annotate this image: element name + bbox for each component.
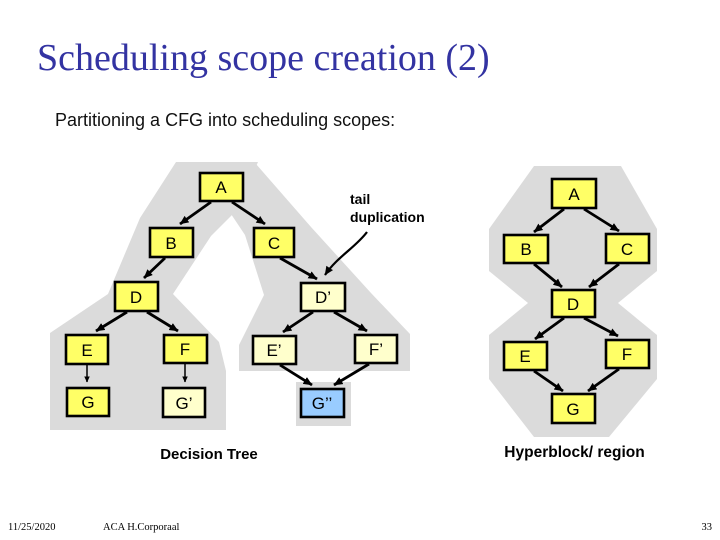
slide-title: Scheduling scope creation (2)	[37, 37, 490, 79]
edge-hb-d-e	[534, 316, 565, 341]
node-hb-f-box	[604, 338, 651, 370]
node-dt-dprime-label: D’	[315, 288, 331, 307]
node-dt-f: F	[162, 333, 209, 365]
node-dt-e: E	[64, 333, 110, 366]
tail-duplication-annotation: tail duplication	[324, 191, 425, 276]
edge-hb-c-d	[588, 262, 620, 289]
decision-tree-nodes: A B C D D’ E F E’	[64, 171, 399, 419]
node-dt-f-label: F	[180, 340, 190, 359]
node-dt-e-label: E	[81, 341, 92, 360]
node-hb-g-box	[550, 392, 597, 425]
node-dt-c-box	[252, 226, 296, 259]
node-dt-fprime: F’	[353, 333, 399, 365]
tail-duplication-label-line1: tail	[350, 191, 370, 207]
decision-tree-caption: Decision Tree	[160, 446, 258, 463]
decision-tree-right-scope-region	[229, 164, 410, 371]
node-dt-d-box	[113, 280, 160, 313]
edge-hb-b-d	[533, 262, 563, 289]
tail-duplication-arrow	[324, 231, 368, 276]
node-dt-c-label: C	[268, 234, 280, 253]
node-dt-e-box	[64, 333, 110, 366]
hyperblock-edges	[533, 207, 620, 393]
hyperblock-nodes: A B C D E F G	[502, 177, 651, 425]
edge-hb-d-f	[583, 316, 619, 338]
node-dt-dprime-box	[299, 281, 347, 313]
decision-tree-edges	[84, 200, 370, 387]
edge-hb-a-b	[533, 207, 565, 234]
node-dt-a-label: A	[215, 178, 227, 197]
node-hb-e-box	[502, 340, 549, 372]
edge-eprime-gdp	[279, 363, 313, 387]
edge-a-c	[231, 200, 266, 226]
node-dt-gdoubleprime: G’’	[299, 387, 346, 419]
node-hb-d: D	[550, 288, 597, 319]
node-hb-a-label: A	[568, 185, 580, 204]
node-hb-d-box	[550, 288, 597, 319]
edge-hb-a-c	[583, 207, 620, 233]
node-dt-g-label: G	[81, 393, 94, 412]
edge-c-dprime	[279, 256, 318, 281]
node-dt-gdoubleprime-box	[299, 387, 346, 419]
node-dt-f-box	[162, 333, 209, 365]
node-hb-c: C	[604, 232, 651, 265]
node-dt-b-box	[148, 226, 195, 259]
edge-dprime-fprime	[333, 310, 368, 333]
edge-d-e	[95, 310, 128, 333]
node-hb-g-label: G	[566, 400, 579, 419]
node-dt-dprime: D’	[299, 281, 347, 313]
node-dt-fprime-box	[353, 333, 399, 365]
node-dt-b: B	[148, 226, 195, 259]
edge-hb-e-g	[533, 369, 564, 393]
node-hb-f: F	[604, 338, 651, 370]
node-hb-e: E	[502, 340, 549, 372]
tail-duplication-label-line2: duplication	[350, 209, 425, 225]
footer-page-number: 33	[701, 522, 713, 533]
node-hb-c-box	[604, 232, 651, 265]
node-hb-c-label: C	[621, 240, 633, 259]
node-hb-g: G	[550, 392, 597, 425]
node-dt-g-box	[65, 386, 111, 418]
edge-dprime-eprime	[282, 310, 314, 334]
edge-a-b	[179, 200, 212, 226]
node-dt-a: A	[198, 171, 245, 203]
node-hb-e-label: E	[519, 347, 530, 366]
node-dt-gprime: G’	[161, 386, 207, 419]
node-hb-f-label: F	[622, 345, 632, 364]
node-dt-fprime-label: F’	[369, 340, 383, 359]
node-dt-d-label: D	[130, 288, 142, 307]
node-hb-a: A	[550, 177, 598, 210]
node-hb-a-box	[550, 177, 598, 210]
node-dt-b-label: B	[165, 234, 176, 253]
edge-b-d	[143, 256, 166, 280]
edge-hb-f-g	[587, 367, 620, 393]
node-dt-gprime-box	[161, 386, 207, 419]
node-dt-eprime: E’	[251, 334, 298, 366]
slide-subtitle: Partitioning a CFG into scheduling scope…	[55, 110, 396, 130]
footer-author: ACA H.Corporaal	[103, 522, 180, 533]
node-dt-g: G	[65, 386, 111, 418]
node-hb-b-label: B	[520, 240, 531, 259]
node-dt-gdoubleprime-label: G’’	[312, 394, 332, 413]
hyperblock-caption: Hyperblock/ region	[504, 444, 645, 461]
edge-d-f	[146, 310, 179, 333]
edge-fprime-gdp	[333, 362, 370, 387]
node-hb-b-box	[502, 233, 550, 265]
node-dt-a-box	[198, 171, 245, 203]
node-dt-eprime-label: E’	[266, 341, 281, 360]
node-hb-d-label: D	[567, 295, 579, 314]
node-dt-eprime-box	[251, 334, 298, 366]
footer-date: 11/25/2020	[8, 522, 56, 533]
node-dt-c: C	[252, 226, 296, 259]
node-dt-gprime-label: G’	[176, 394, 193, 413]
node-hb-b: B	[502, 233, 550, 265]
node-dt-d: D	[113, 280, 160, 313]
